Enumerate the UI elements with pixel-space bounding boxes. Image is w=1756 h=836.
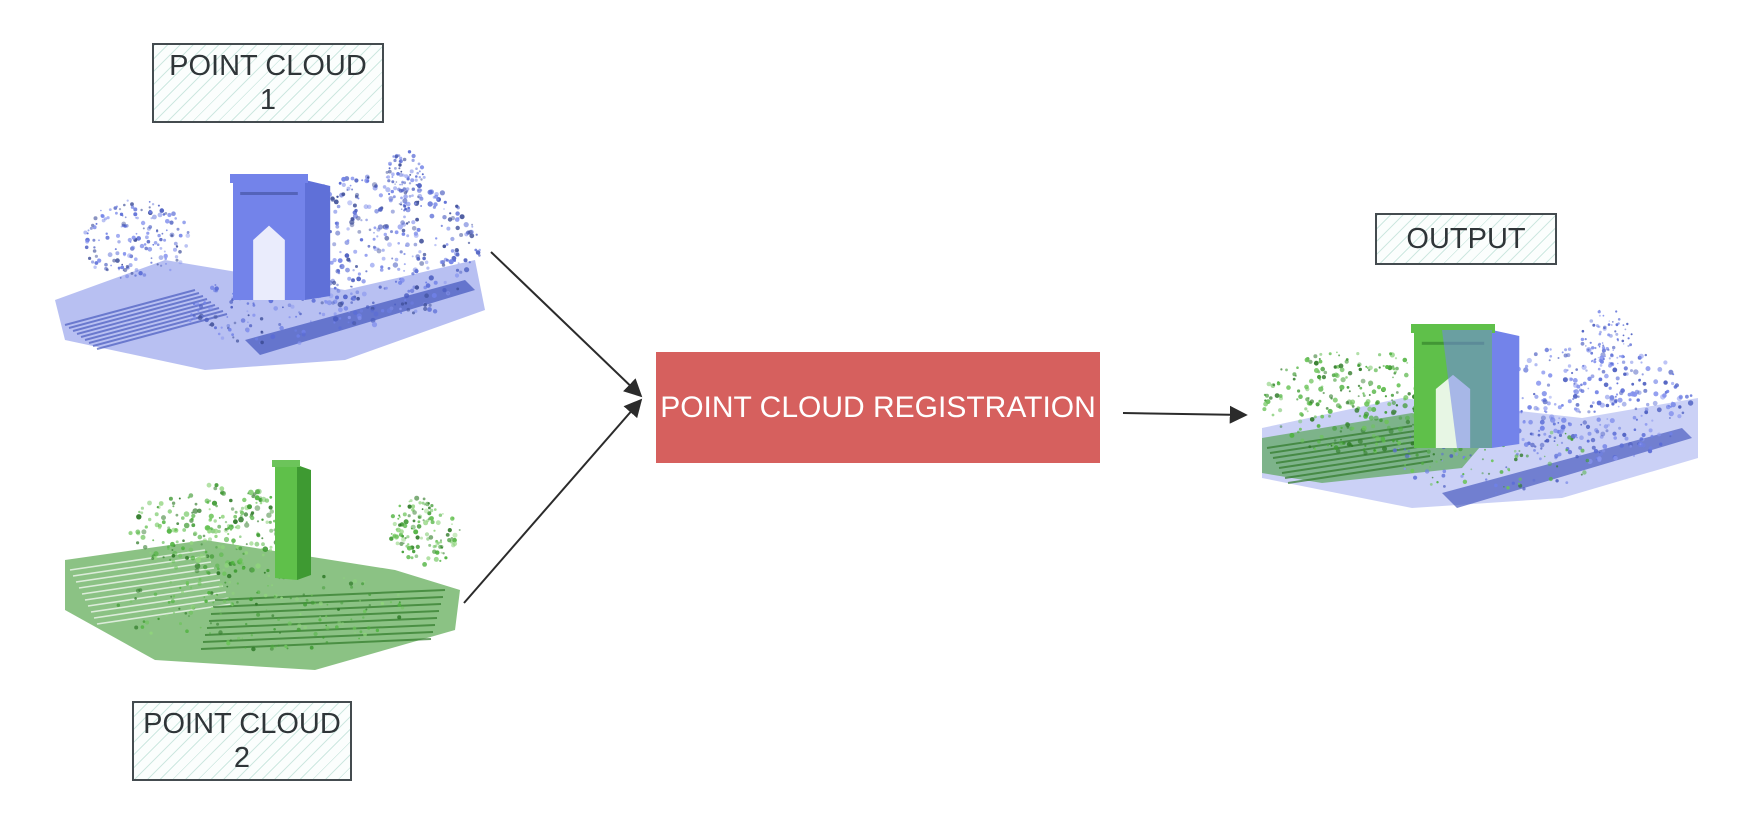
arrow-cloud1-to-registration	[490, 251, 643, 398]
output-point-cloud-image	[1262, 309, 1698, 508]
arrow-registration-to-output	[1122, 405, 1248, 424]
point-cloud-2-label-line1: POINT CLOUD	[143, 708, 341, 740]
point-cloud-1-label-line1: POINT CLOUD	[169, 50, 367, 82]
point-cloud-registration-label: POINT CLOUD REGISTRATION	[660, 390, 1096, 424]
output-label-text: OUTPUT	[1406, 223, 1526, 255]
point-cloud-1-label-line2: 1	[259, 84, 277, 116]
point-cloud-2-label: POINT CLOUD 2	[132, 701, 352, 781]
point-cloud-1-label: POINT CLOUD 1	[152, 43, 384, 123]
output-label: OUTPUT	[1375, 213, 1557, 265]
point-cloud-registration-box: POINT CLOUD REGISTRATION	[656, 352, 1100, 463]
point-cloud-1-image	[55, 150, 485, 370]
arrow-cloud2-to-registration	[463, 398, 643, 604]
point-cloud-2-image	[65, 460, 461, 670]
point-cloud-2-label-line2: 2	[233, 742, 251, 774]
